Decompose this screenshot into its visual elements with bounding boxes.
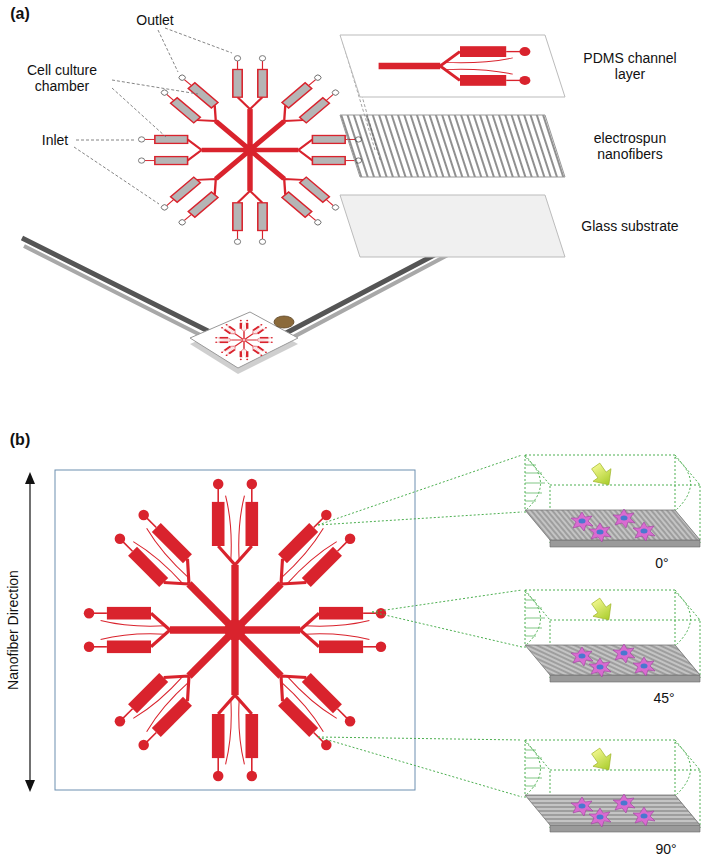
layer-label: electrospun nanofibers	[575, 130, 685, 162]
angle-label: 45°	[653, 690, 674, 706]
flow-inset	[525, 455, 700, 547]
panel-label: (b)	[10, 431, 30, 449]
part-label: Outlet	[136, 12, 173, 28]
leader-lines	[74, 28, 380, 204]
zoom-lines	[318, 455, 522, 797]
flow-inset	[525, 740, 700, 832]
part-label: Cell culture chamber	[17, 62, 107, 94]
axis-label: Nanofiber Direction	[5, 570, 21, 690]
direction-arrow	[25, 472, 35, 792]
angle-label: 90°	[655, 841, 676, 857]
layer-label: Glass substrate	[580, 218, 680, 234]
microfluidic-star	[138, 56, 361, 245]
device-layout	[55, 470, 415, 790]
part-label: Inlet	[42, 132, 68, 148]
angle-label: 0°	[655, 555, 668, 571]
flow-inset	[525, 590, 700, 682]
layer-stack	[340, 35, 565, 257]
panel-label: (a)	[10, 5, 30, 23]
device-photo-inset	[190, 312, 298, 374]
layer-label: PDMS channel layer	[575, 50, 685, 82]
